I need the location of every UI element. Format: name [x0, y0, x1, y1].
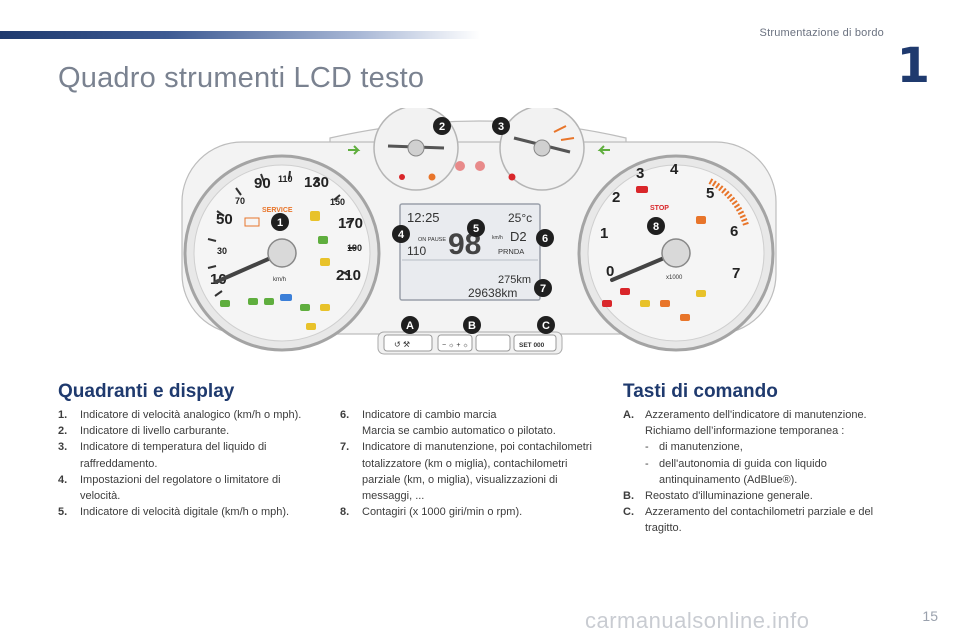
rpm-tick-label: 2 — [612, 189, 620, 206]
lcd-limiter-speed: 110 — [407, 244, 426, 258]
speedo-tick-label: 190 — [347, 243, 362, 253]
section-heading-displays: Quadranti e display — [58, 381, 235, 402]
rpm-tick-label: 7 — [732, 265, 740, 282]
watermark: carmanualsonline.info — [585, 608, 810, 633]
speedo-tick-label: 150 — [330, 197, 345, 207]
control-buttons-strip: ↺ ⚒ − ☼ + ☼ SET 000 A B C — [377, 316, 563, 355]
callout-8: 8 — [653, 221, 659, 233]
speedo-tick-label: 30 — [217, 246, 227, 256]
rpm-tick-label: 1 — [600, 225, 608, 242]
callout-6: 6 — [542, 233, 548, 245]
list-item: B.Reostato d'illuminazione generale. — [623, 490, 813, 503]
speedo-unit: km/h — [273, 277, 286, 283]
stop-warning-label: STOP — [650, 205, 669, 212]
list-item: 1.Indicatore di velocità analogico (km/h… — [58, 409, 302, 421]
chapter-number: 1 — [896, 38, 930, 94]
list-item: A. Azzeramento dell'indicatore di manute… — [623, 409, 867, 486]
rpm-tick-label: 0 — [606, 263, 614, 280]
lcd-on-pause: ON PAUSE — [418, 237, 446, 243]
callout-b: B — [468, 320, 476, 332]
button-c-glyph: SET 000 — [519, 342, 545, 349]
callout-a: A — [406, 320, 414, 332]
lcd-time: 12:25 — [407, 210, 440, 225]
speedometer-gauge: 10 30 50 70 90 110 130 150 170 190 210 S… — [183, 154, 381, 352]
callout-3: 3 — [498, 121, 504, 133]
list-item: 8.Contagiri (x 1000 giri/min o rpm). — [340, 506, 523, 519]
instrument-cluster-figure: 10 30 50 70 90 110 130 150 170 190 210 S… — [181, 108, 777, 355]
callout-c: C — [542, 320, 550, 332]
lcd-gear: D2 — [510, 229, 527, 244]
section-heading-controls: Tasti di comando — [623, 381, 778, 402]
callout-1: 1 — [277, 217, 283, 229]
controls-list: A. Azzeramento dell'indicatore di manute… — [623, 407, 888, 537]
button-b-glyph: − ☼ + ☼ — [442, 342, 469, 349]
rpm-tick-label: 5 — [706, 185, 714, 202]
speedo-tick-label: 50 — [216, 211, 233, 228]
speedo-tick-label: 130 — [304, 174, 329, 191]
callout-7: 7 — [540, 283, 546, 295]
temperature-gauge — [499, 108, 585, 191]
speedo-tick-label: 70 — [235, 196, 245, 206]
list-item: C.Azzeramento del contachilometri parzia… — [623, 506, 874, 535]
rpm-tick-label: 6 — [730, 223, 738, 240]
page-title: Quadro strumenti LCD testo — [58, 62, 425, 94]
list-item: 7.Indicatore di manutenzione, poi contac… — [340, 441, 592, 503]
lcd-speed-unit: km/h — [492, 235, 503, 241]
button-a-glyph: ↺ ⚒ — [394, 340, 410, 349]
speedo-tick-label: 90 — [254, 175, 271, 192]
list-item: 5.Indicatore di velocità digitale (km/h … — [58, 506, 290, 519]
lcd-gear-strip: PRNDA — [498, 247, 524, 256]
list-item: 2.Indicatore di livello carburante. — [58, 425, 230, 438]
page-number: 15 — [922, 608, 938, 624]
callout-2: 2 — [439, 121, 445, 133]
speedo-tick-label: 110 — [278, 174, 293, 184]
lcd-temperature: 25°c — [508, 211, 532, 225]
callout-4: 4 — [398, 229, 405, 241]
displays-list: 1.Indicatore di velocità analogico (km/h… — [58, 407, 320, 520]
header-accent-bar — [0, 31, 480, 39]
list-item: 4.Impostazioni del regolatore o limitato… — [58, 473, 281, 503]
rpm-unit: x1000 — [666, 275, 683, 281]
callout-5: 5 — [473, 223, 479, 235]
lcd-trip-distance: 275km — [498, 274, 531, 286]
rpm-tick-label: 4 — [670, 161, 679, 178]
tachometer-gauge: 0 1 2 3 4 5 6 7 STOP x1000 — [577, 154, 775, 352]
lcd-total-distance: 29638km — [468, 286, 517, 300]
speedo-tick-label: 210 — [336, 267, 361, 284]
rpm-tick-label: 3 — [636, 165, 644, 182]
service-warning-label: SERVICE — [262, 207, 293, 214]
lcd-display: 12:25 25°c ON PAUSE 98 km/h D2 PRNDA 110… — [399, 203, 541, 301]
section-label: Strumentazione di bordo — [759, 27, 884, 39]
list-item: 3.Indicatore di temperatura del liquido … — [58, 441, 267, 470]
speedo-tick-label: 170 — [338, 215, 363, 232]
